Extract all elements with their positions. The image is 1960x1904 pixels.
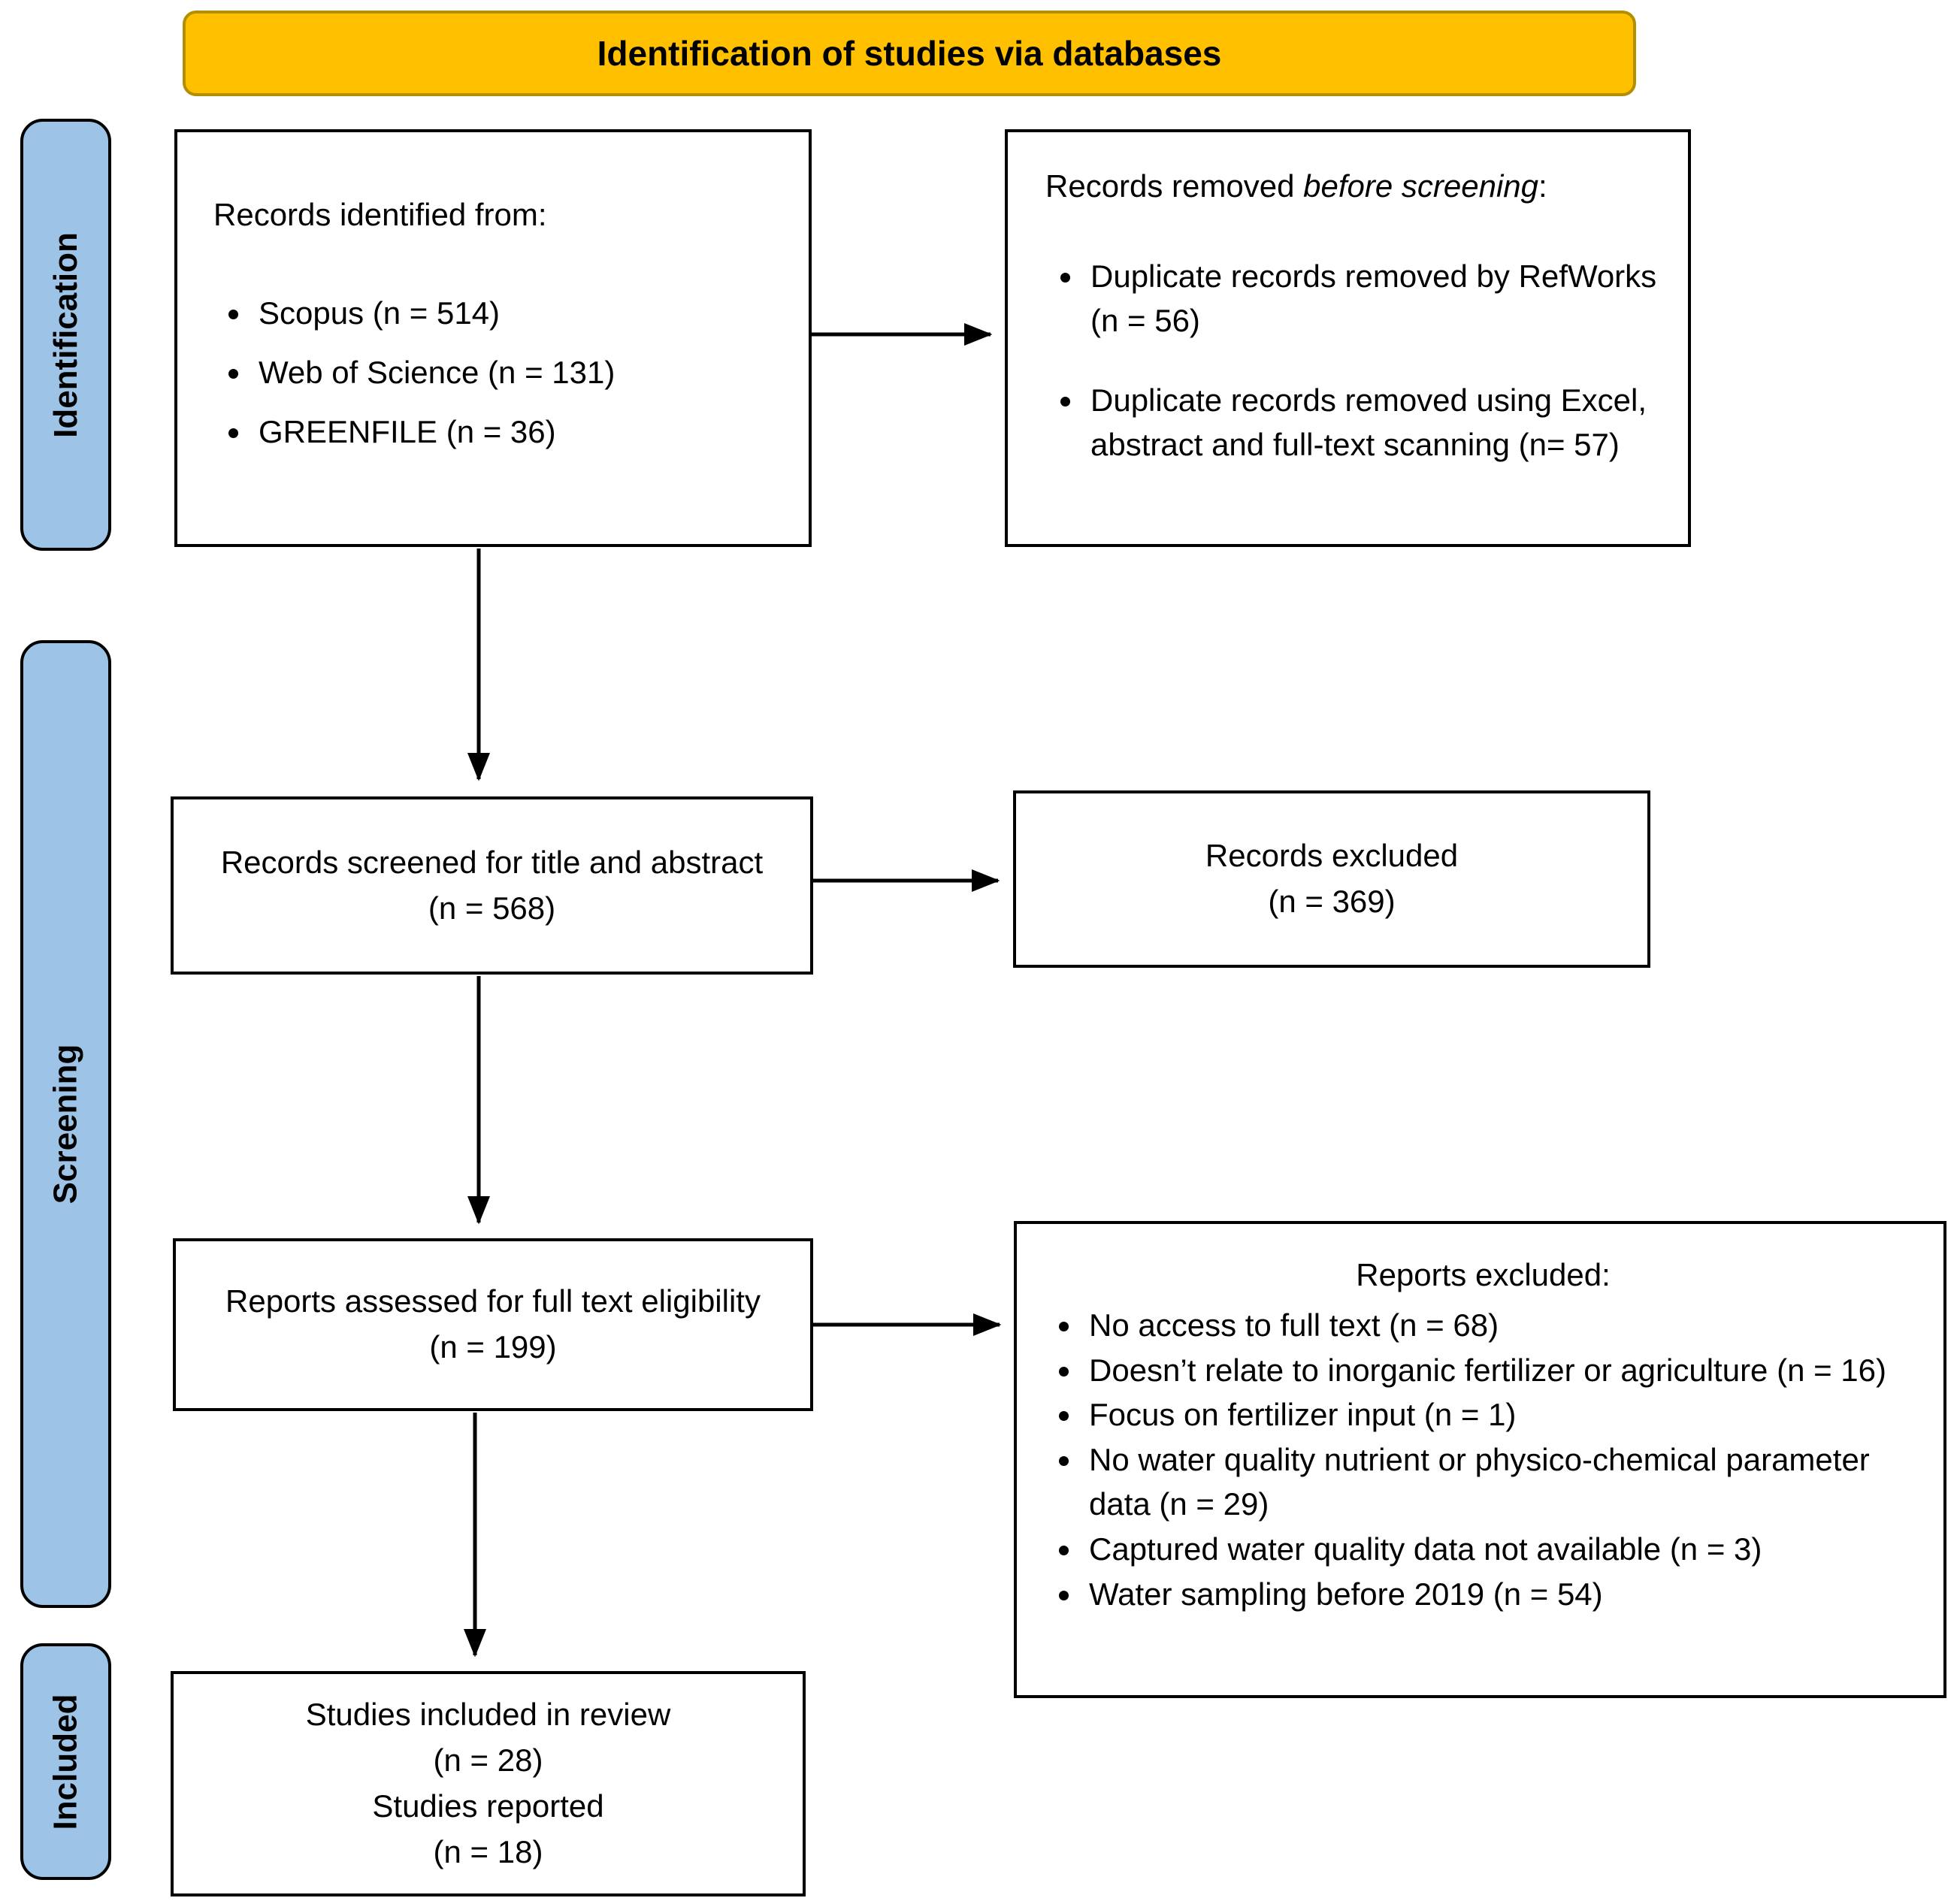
records-screened-count: (n = 568)	[428, 890, 556, 926]
records-removed-title-prefix: Records removed	[1045, 168, 1304, 204]
reports-excluded-list: No access to full text (n = 68) Doesn’t …	[1044, 1303, 1922, 1616]
studies-reported-count: (n = 18)	[433, 1833, 543, 1869]
stage-included: Included	[20, 1643, 111, 1880]
records-removed-title: Records removed before screening:	[1045, 164, 1661, 210]
box-records-removed-before-screening: Records removed before screening: Duplic…	[1005, 129, 1691, 547]
list-item: Water sampling before 2019 (n = 54)	[1083, 1572, 1922, 1617]
records-excluded-count: (n = 369)	[1268, 884, 1396, 919]
list-item: Scopus (n = 514)	[253, 291, 779, 337]
list-item: Captured water quality data not availabl…	[1083, 1527, 1922, 1572]
box-reports-assessed: Reports assessed for full text eligibili…	[173, 1238, 813, 1411]
records-removed-list: Duplicate records removed by RefWorks (n…	[1045, 255, 1661, 467]
box-studies-included: Studies included in review (n = 28) Stud…	[171, 1671, 806, 1896]
stage-screening-label: Screening	[47, 1044, 84, 1204]
records-identified-title: Records identified from:	[213, 197, 547, 232]
list-item: Duplicate records removed using Excel, a…	[1084, 379, 1661, 467]
stage-identification-label: Identification	[47, 231, 84, 438]
list-item: GREENFILE (n = 36)	[253, 410, 779, 455]
records-removed-title-suffix: :	[1538, 168, 1547, 204]
box-records-excluded: Records excluded (n = 369)	[1013, 790, 1650, 968]
box-records-screened: Records screened for title and abstract …	[171, 796, 813, 975]
list-item: No water quality nutrient or physico-che…	[1083, 1437, 1922, 1527]
studies-included-count: (n = 28)	[433, 1742, 543, 1779]
list-item: No access to full text (n = 68)	[1083, 1303, 1922, 1348]
list-item: Web of Science (n = 131)	[253, 350, 779, 396]
records-excluded-line1: Records excluded	[1205, 838, 1459, 874]
records-removed-title-italic: before screening	[1303, 168, 1539, 204]
reports-excluded-title: Reports excluded:	[1356, 1257, 1611, 1292]
banner-title: Identification of studies via databases	[597, 34, 1222, 73]
records-identified-list: Scopus (n = 514) Web of Science (n = 131…	[213, 291, 779, 455]
reports-assessed-line1: Reports assessed for full text eligibili…	[225, 1283, 761, 1319]
stage-included-label: Included	[47, 1694, 84, 1830]
box-records-identified: Records identified from: Scopus (n = 514…	[174, 129, 812, 547]
records-screened-line1: Records screened for title and abstract	[220, 844, 764, 880]
list-item: Doesn’t relate to inorganic fertilizer o…	[1083, 1348, 1922, 1393]
stage-screening: Screening	[20, 640, 111, 1608]
reports-assessed-count: (n = 199)	[429, 1329, 557, 1365]
banner-identification-of-studies: Identification of studies via databases	[183, 11, 1636, 96]
box-reports-excluded: Reports excluded: No access to full text…	[1014, 1221, 1946, 1698]
studies-included-line1: Studies included in review	[305, 1697, 671, 1733]
list-item: Duplicate records removed by RefWorks (n…	[1084, 255, 1661, 343]
studies-reported-line: Studies reported	[372, 1788, 604, 1824]
stage-identification: Identification	[20, 119, 111, 551]
list-item: Focus on fertilizer input (n = 1)	[1083, 1392, 1922, 1437]
